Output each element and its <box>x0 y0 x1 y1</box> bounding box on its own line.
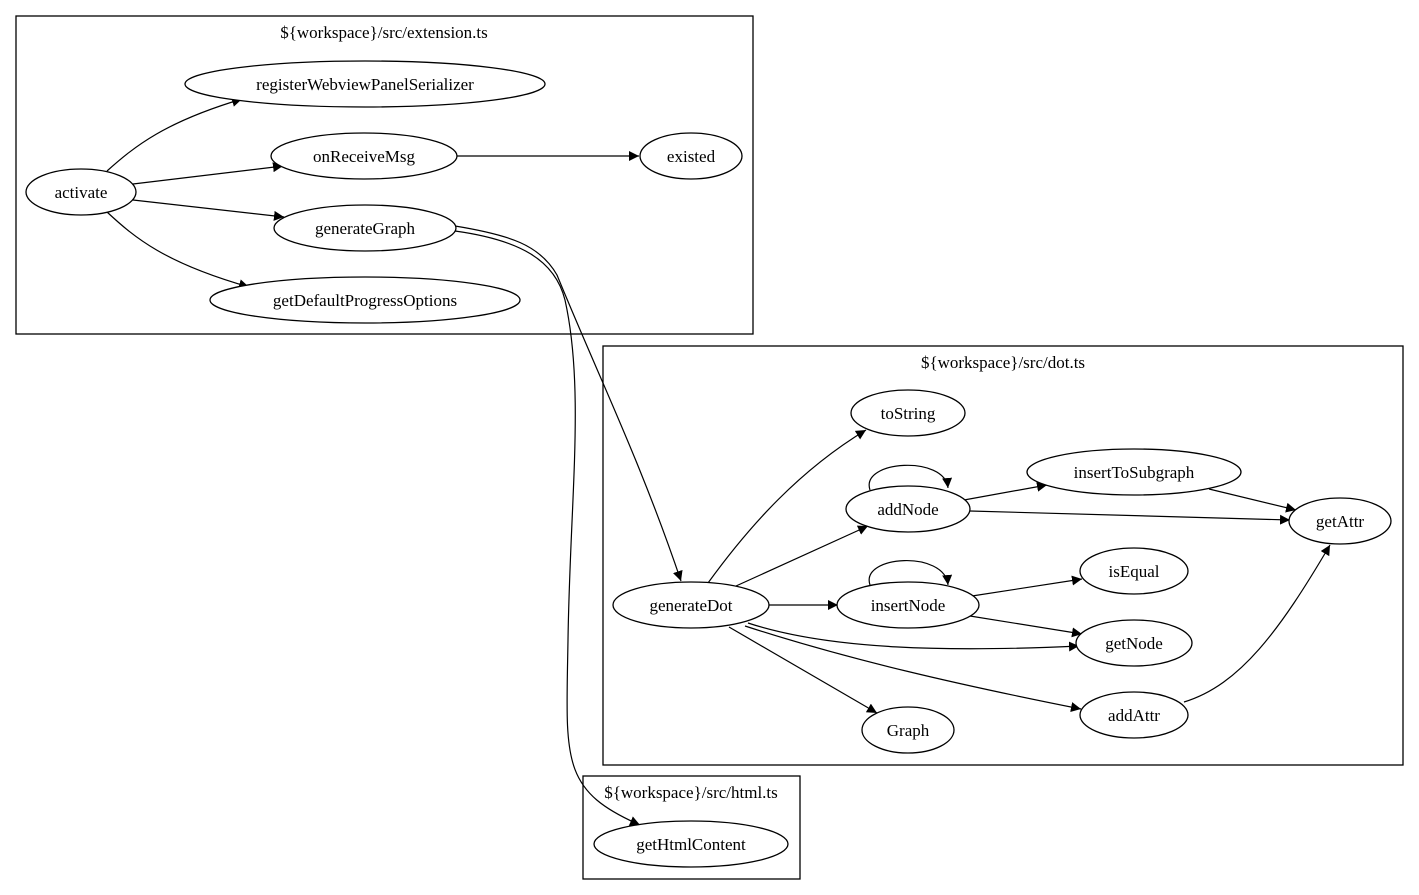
node-activate[interactable]: activate <box>25 168 137 216</box>
node-label: getAttr <box>1316 512 1364 531</box>
edge-addNode-addNode <box>868 464 953 491</box>
node-label: existed <box>667 147 716 166</box>
node-label: Graph <box>887 721 930 740</box>
node-generateGraph[interactable]: generateGraph <box>273 204 457 252</box>
node-label: getDefaultProgressOptions <box>273 291 457 310</box>
edge-generateDot-Graph <box>728 626 878 714</box>
node-addNode[interactable]: addNode <box>845 485 971 533</box>
edge-addAttr-getAttr <box>1183 544 1331 703</box>
node-label: addNode <box>877 500 938 519</box>
node-label: insertNode <box>871 596 946 615</box>
node-getHtmlContent[interactable]: getHtmlContent <box>593 820 789 868</box>
node-toString[interactable]: toString <box>850 389 966 437</box>
cluster-dot-label: ${workspace}/src/dot.ts <box>921 353 1085 372</box>
cluster-dot: ${workspace}/src/dot.ts <box>602 345 1404 766</box>
node-generateDot[interactable]: generateDot <box>612 581 770 629</box>
node-label: getNode <box>1105 634 1163 653</box>
edge-generateDot-addNode <box>735 525 869 587</box>
node-addAttr[interactable]: addAttr <box>1079 691 1189 739</box>
node-label: activate <box>55 183 108 202</box>
edge-generateDot-toString <box>707 429 867 584</box>
node-label: generateDot <box>649 596 732 615</box>
edge-generateDot-getNode <box>747 622 1080 652</box>
edge-addNode-getAttr <box>969 510 1291 525</box>
node-registerWebviewPanelSerializer[interactable]: registerWebviewPanelSerializer <box>184 60 546 108</box>
node-onReceiveMsg[interactable]: onReceiveMsg <box>270 132 458 180</box>
edge-insertNode-insertNode <box>868 560 953 586</box>
node-label: registerWebviewPanelSerializer <box>256 75 474 94</box>
edge-insertNode-isEqual <box>971 575 1083 597</box>
node-isEqual[interactable]: isEqual <box>1079 547 1189 595</box>
node-label: isEqual <box>1109 562 1160 581</box>
cluster-html-label: ${workspace}/src/html.ts <box>604 783 778 802</box>
cluster-html: ${workspace}/src/html.ts <box>582 775 801 880</box>
edge-generateGraph-getHtmlContent <box>454 230 641 826</box>
edge-activate-getDefaultProgressOptions <box>106 211 250 290</box>
node-existed[interactable]: existed <box>639 132 743 180</box>
node-label: insertToSubgraph <box>1074 463 1195 482</box>
node-label: onReceiveMsg <box>313 147 415 166</box>
node-getDefaultProgressOptions[interactable]: getDefaultProgressOptions <box>209 276 521 324</box>
node-Graph[interactable]: Graph <box>861 706 955 754</box>
node-label: getHtmlContent <box>636 835 746 854</box>
edge-activate-onReceiveMsg <box>132 162 284 185</box>
edge-generateGraph-generateDot <box>454 225 683 582</box>
node-insertNode[interactable]: insertNode <box>836 581 980 629</box>
edge-insertNode-getNode <box>969 615 1083 638</box>
node-getNode[interactable]: getNode <box>1075 619 1193 667</box>
node-label: addAttr <box>1108 706 1160 725</box>
edge-addNode-insertToSubgraph <box>963 481 1048 501</box>
edge-insertToSubgraph-getAttr <box>1208 488 1297 513</box>
edge-activate-generateGraph <box>132 199 285 221</box>
node-insertToSubgraph[interactable]: insertToSubgraph <box>1026 448 1242 496</box>
edges <box>106 97 1331 826</box>
cluster-extension: ${workspace}/src/extension.ts <box>15 15 754 335</box>
edge-activate-registerWebviewPanelSerializer <box>106 97 243 172</box>
node-getAttr[interactable]: getAttr <box>1288 497 1392 545</box>
edge-generateDot-addAttr <box>744 625 1082 712</box>
node-label: toString <box>881 404 936 423</box>
node-label: generateGraph <box>315 219 416 238</box>
cluster-extension-label: ${workspace}/src/extension.ts <box>280 23 488 42</box>
